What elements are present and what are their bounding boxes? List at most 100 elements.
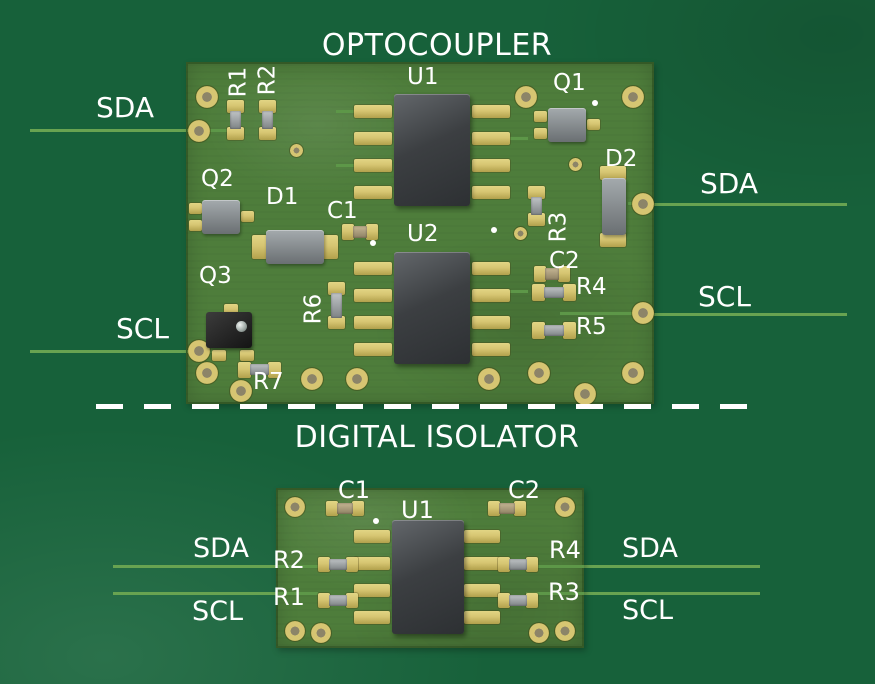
smd-pad [488,501,500,516]
via-pad [478,368,500,390]
smd-pad [354,159,392,172]
smd-pad [464,530,500,543]
isolator-r4-body [509,559,527,570]
smd-pad [268,362,281,378]
smd-pad [252,235,267,259]
smd-pad [464,557,500,570]
refdes-d2: D2 [605,146,638,172]
smd-pad [354,557,390,570]
optocoupler-r7-body [250,364,269,375]
isolator-c2-body [499,503,515,514]
refdes-r4-bottom: R4 [549,536,581,564]
isolator-r1-body [329,595,347,606]
via-pad [514,227,527,240]
smd-pad [212,350,226,361]
via-pad [346,368,368,390]
isolator-u1-body [392,520,464,634]
via-pad [515,86,537,108]
net-label-scl-left: SCL [116,312,169,345]
via-pad [622,86,644,108]
smd-pad [328,316,345,329]
smd-pad [238,362,251,378]
smd-pad [240,350,254,361]
smd-pad [563,322,576,339]
refdes-q1: Q1 [553,70,586,96]
trace-scl-right-bottom [584,592,760,595]
board-trace [187,129,233,132]
smd-pad [472,316,510,329]
refdes-r2: R2 [254,64,281,96]
smd-pad [472,343,510,356]
smd-pad [352,501,364,516]
net-label-scl-left-bottom: SCL [192,596,244,627]
q3-lens-dot [236,321,247,332]
smd-pad [498,557,510,572]
refdes-u2: U2 [407,221,439,247]
smd-pad [366,224,378,240]
trace-scl-left-bottom [113,592,277,595]
smd-pad [318,593,330,608]
smd-pad [472,186,510,199]
smd-pad [563,284,576,301]
smd-pad [587,119,600,130]
smd-pad [354,343,392,356]
smd-pad [534,266,546,282]
smd-pad [241,211,254,222]
isolator-c1-body [337,503,353,514]
smd-pad [346,593,358,608]
trace-scl-left [30,350,187,353]
optocoupler-u1-body [394,94,470,206]
optocoupler-d1-body [266,230,324,264]
smd-pad [354,530,390,543]
smd-pad [354,289,392,302]
smd-pad [498,593,510,608]
via-pad [529,623,549,643]
board-trace [526,592,584,595]
via-pad [188,340,210,362]
optocoupler-r1-body [230,111,241,129]
silk-dot [491,227,497,233]
net-label-sda-left: SDA [96,91,154,124]
smd-pad [464,584,500,597]
board-trace [526,565,584,568]
smd-pad [472,132,510,145]
refdes-r2-bottom: R2 [273,546,305,574]
refdes-c2-bottom: C2 [508,476,541,504]
net-label-sda-right-bottom: SDA [622,533,678,564]
smd-pad [342,224,354,240]
optocoupler-r5-body [544,325,564,336]
trace-sda-left-bottom [113,565,277,568]
smd-pad [472,105,510,118]
optocoupler-c1-body [353,226,367,238]
smd-pad [318,557,330,572]
smd-pad [354,262,392,275]
smd-pad [600,166,626,180]
smd-pad [354,316,392,329]
refdes-r3: R3 [545,211,572,243]
smd-pad [472,289,510,302]
smd-pad [354,105,392,118]
refdes-q3: Q3 [199,263,232,289]
refdes-r7: R7 [253,369,284,395]
smd-pad [534,111,547,122]
optocoupler-title: OPTOCOUPLER [321,28,553,63]
optocoupler-r2-body [262,111,273,129]
net-label-scl-right-bottom: SCL [622,595,674,626]
smd-pad [328,282,345,295]
refdes-r3-bottom: R3 [548,578,580,606]
silk-dot [373,518,379,524]
via-pad [285,621,305,641]
via-pad [555,621,575,641]
via-pad [290,144,303,157]
board-trace [336,164,354,167]
optocoupler-r3-body [531,197,542,215]
section-divider [96,404,764,409]
optocoupler-q2-body [202,200,240,234]
smd-pad [346,557,358,572]
via-pad [632,193,654,215]
refdes-c1: C1 [327,198,358,224]
refdes-r4: R4 [576,274,607,300]
smd-pad [354,132,392,145]
board-trace [278,592,318,595]
